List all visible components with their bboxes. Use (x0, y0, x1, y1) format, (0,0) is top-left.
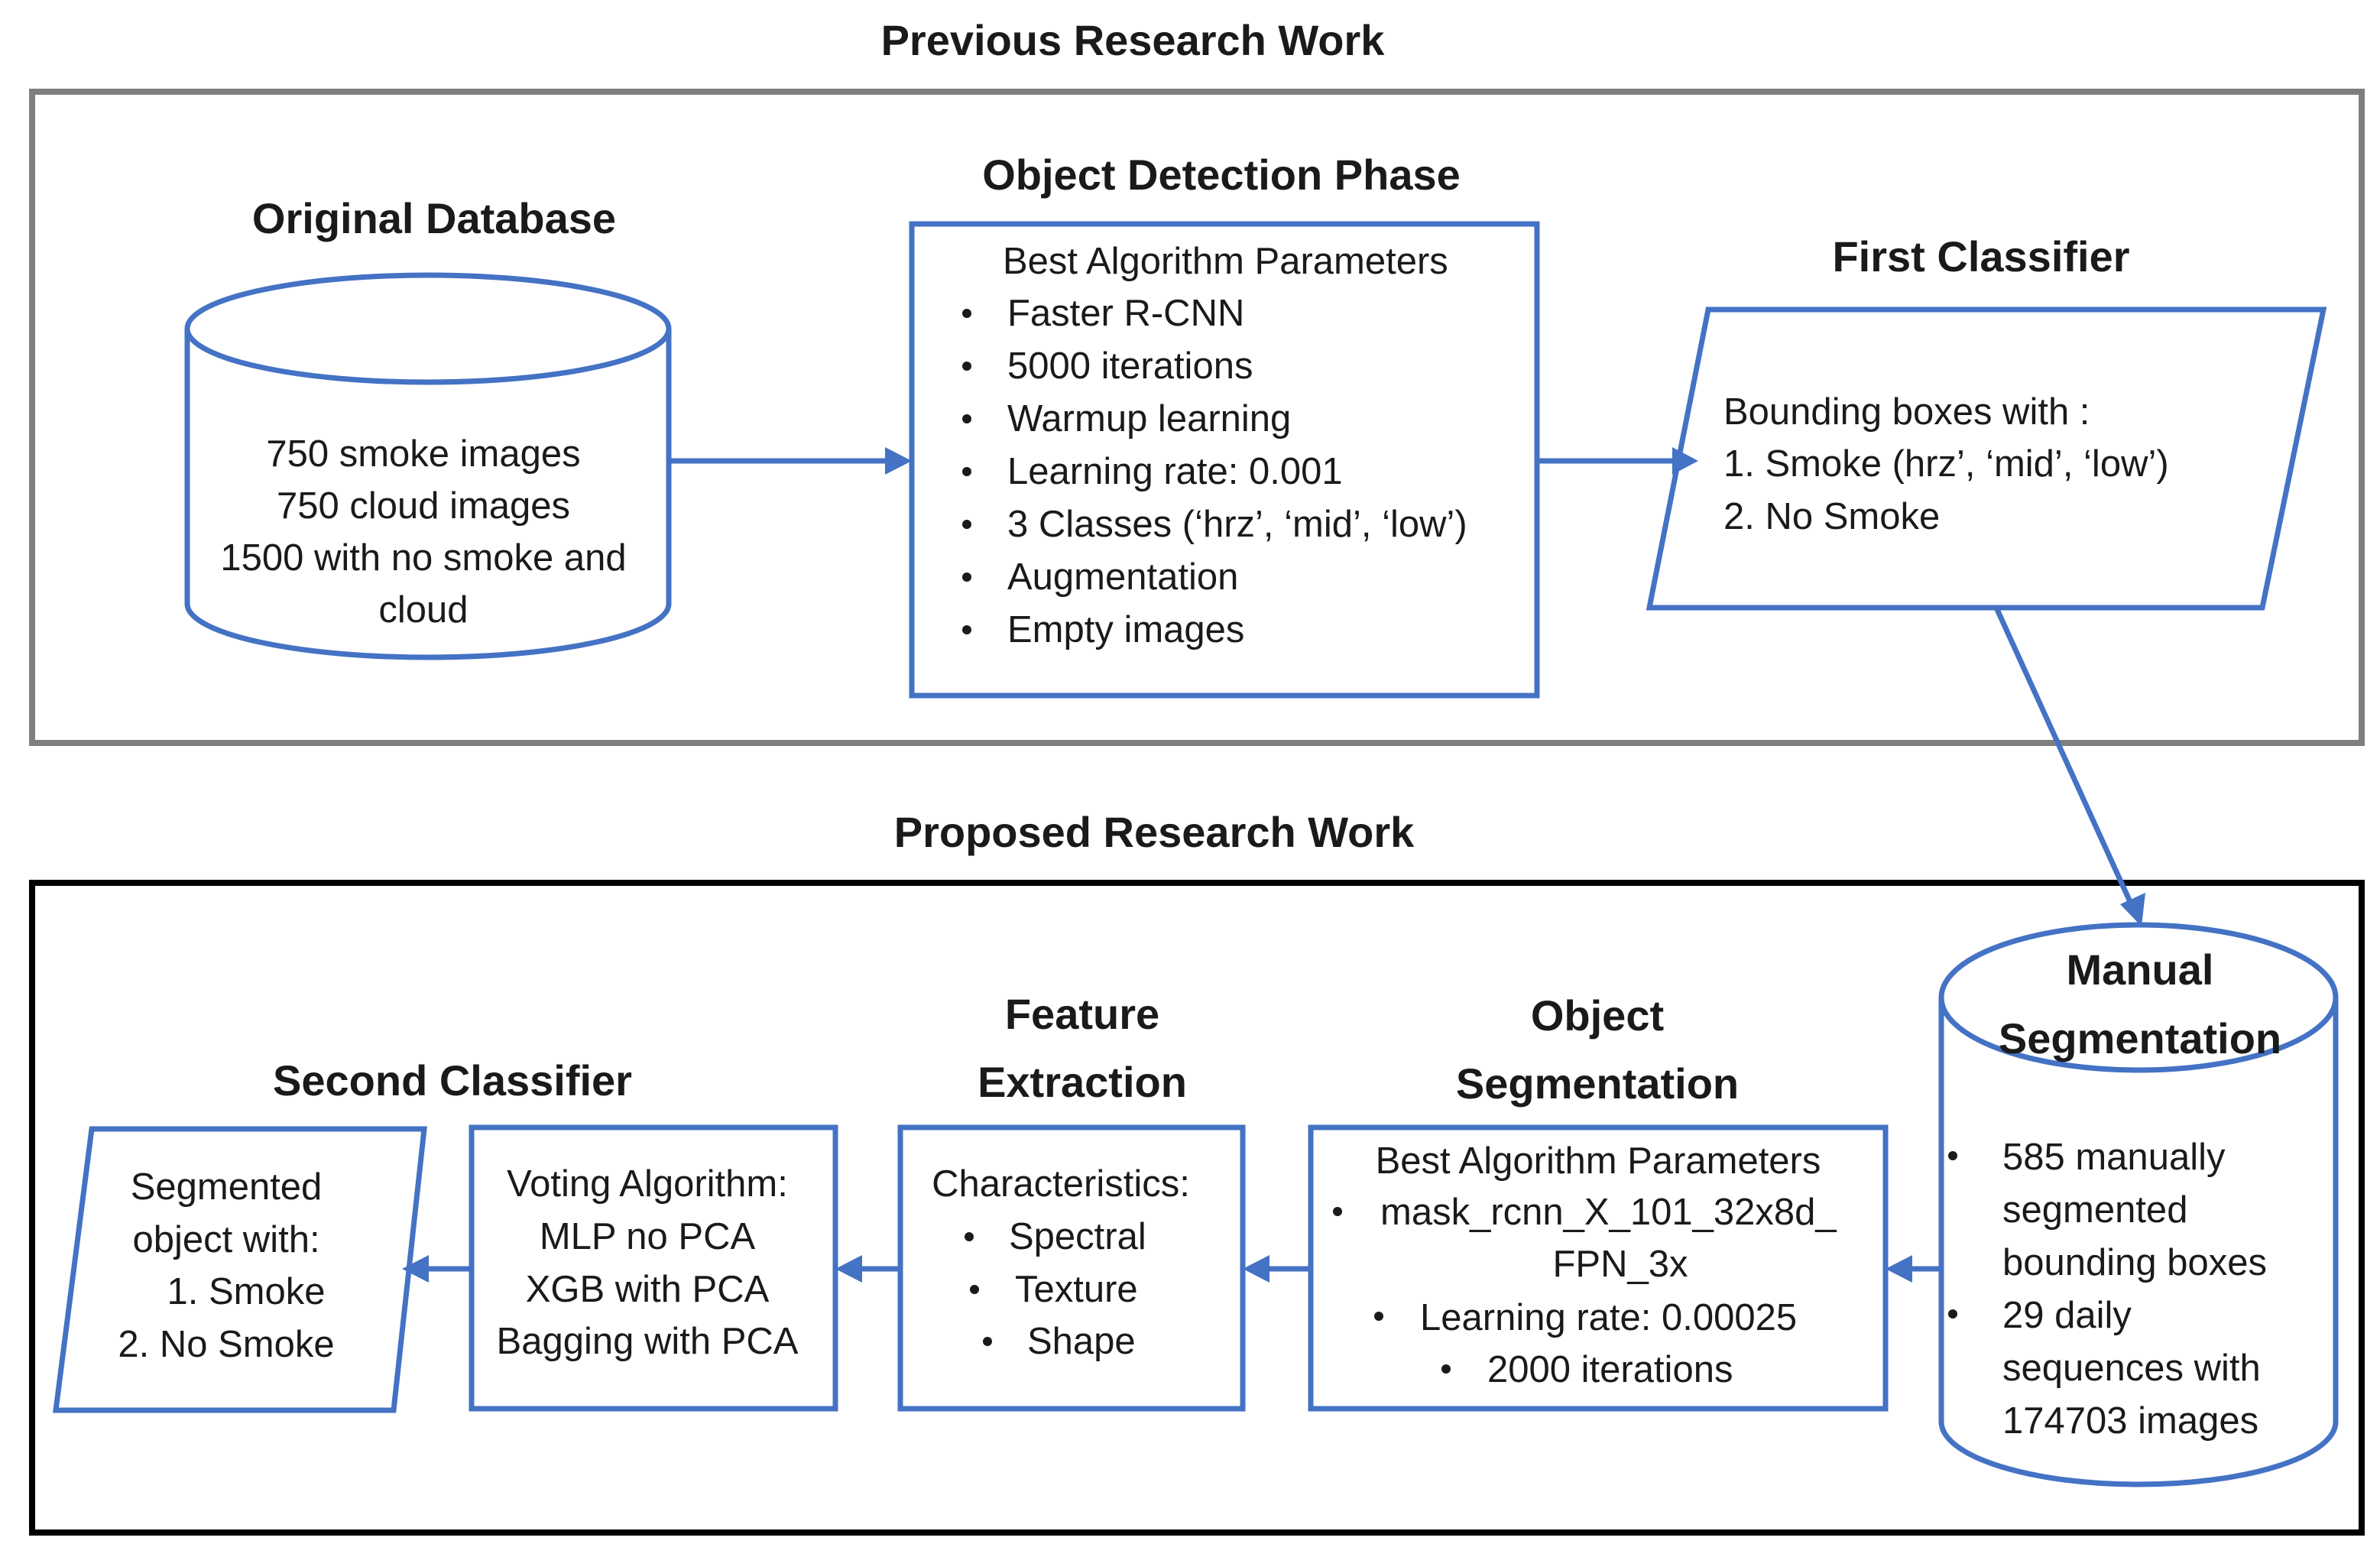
detection-item: Warmup learning (1007, 398, 1291, 440)
detection-item: 3 Classes (‘hrz’, ‘mid’, ‘low’) (1007, 504, 1467, 545)
database-line-smoke: 750 smoke images (266, 433, 580, 475)
first-classifier-title: First Classifier (1832, 232, 2129, 281)
arrow-manual-to-object-segmentation (1886, 1255, 1941, 1283)
detection-item: Faster R-CNN (1007, 293, 1244, 334)
voting-algorithm-box (469, 1124, 838, 1412)
database-line-none: 1500 with no smoke and (220, 537, 626, 579)
manual-segmentation-title: Manual (2067, 946, 2214, 994)
arrow-database-to-detection (669, 447, 912, 475)
manual-segmentation-cylinder (1938, 922, 2339, 1487)
object-segmentation-list: mask_rcnn_X_101_32x8d_ FPN_3x Learning r… (1333, 1192, 1837, 1390)
feature-item: Spectral (1009, 1216, 1146, 1257)
object-segmentation-header: Best Algorithm Parameters (1376, 1140, 1821, 1182)
detection-item: Augmentation (1007, 556, 1238, 598)
arrow-voting-to-second-classifier (402, 1255, 472, 1283)
feature-extraction-header: Characteristics: (932, 1163, 1190, 1205)
first-classifier-item-smoke: 1. Smoke (hrz’, ‘mid’, ‘low’) (1723, 443, 2169, 485)
object-detection-header: Best Algorithm Parameters (1003, 241, 1448, 282)
object-detection-list: Faster R-CNN 5000 iterations Warmup lear… (962, 293, 1467, 650)
object-segmentation-title: Segmentation (1456, 1059, 1739, 1108)
voting-line: MLP no PCA (540, 1216, 756, 1257)
segmentation-item-line: Learning rate: 0.00025 (1420, 1297, 1797, 1338)
proposed-research-title: Proposed Research Work (894, 808, 1415, 856)
voting-line: Voting Algorithm: (507, 1163, 788, 1205)
second-classifier-line: 2. No Smoke (118, 1324, 334, 1365)
object-segmentation-box (1308, 1124, 1889, 1412)
manual-item-line: sequences with (2002, 1348, 2261, 1389)
segmentation-item-line: FPN_3x (1552, 1244, 1688, 1285)
arrow-feature-extraction-to-voting (835, 1255, 900, 1283)
detection-item: Learning rate: 0.001 (1007, 451, 1343, 492)
manual-item-line: 585 manually (2002, 1137, 2226, 1178)
previous-research-title: Previous Research Work (881, 16, 1386, 64)
first-classifier-header: Bounding boxes with : (1723, 391, 2090, 433)
segmentation-item-line: mask_rcnn_X_101_32x8d_ (1380, 1192, 1837, 1233)
original-database-cylinder (184, 272, 672, 660)
feature-extraction-list: Spectral Texture Shape (965, 1216, 1146, 1362)
voting-line: XGB with PCA (526, 1269, 770, 1310)
feature-item: Shape (1027, 1321, 1136, 1362)
second-classifier-line: 1. Smoke (167, 1271, 326, 1312)
second-classifier-title: Second Classifier (273, 1056, 632, 1104)
second-classifier-line: object with: (132, 1219, 319, 1260)
proposed-research-frame (29, 880, 2365, 1536)
manual-item-line: 174703 images (2002, 1400, 2258, 1442)
voting-line: Bagging with PCA (497, 1321, 799, 1362)
first-classifier-shape (1646, 307, 2327, 611)
object-detection-title: Object Detection Phase (982, 151, 1461, 199)
segmentation-item-line: 2000 iterations (1487, 1349, 1733, 1390)
object-detection-box (909, 221, 1540, 699)
detection-item: 5000 iterations (1007, 345, 1253, 387)
database-line-cloud-cont: cloud (378, 589, 468, 631)
object-segmentation-title: Object (1531, 991, 1664, 1040)
database-line-cloud: 750 cloud images (277, 485, 570, 527)
feature-extraction-box (897, 1124, 1246, 1412)
manual-item-line: segmented (2002, 1189, 2187, 1231)
manual-segmentation-title: Segmentation (1999, 1014, 2281, 1062)
manual-item-line: bounding boxes (2002, 1242, 2267, 1283)
arrow-first-classifier-to-manual-segmentation (1993, 606, 2145, 926)
second-classifier-line: Segmented (131, 1166, 323, 1208)
feature-extraction-title: Feature (1005, 990, 1159, 1038)
original-database-title: Original Database (252, 194, 616, 242)
detection-item: Empty images (1007, 609, 1244, 650)
feature-extraction-title: Extraction (978, 1058, 1187, 1106)
second-classifier-shape (53, 1126, 427, 1413)
manual-item-line: 29 daily (2002, 1295, 2132, 1336)
manual-segmentation-list: 585 manually segmented bounding boxes 29… (1948, 1137, 2267, 1442)
feature-item: Texture (1015, 1269, 1138, 1310)
previous-research-frame (29, 89, 2365, 746)
arrow-object-segmentation-to-feature-extraction (1243, 1255, 1311, 1283)
first-classifier-item-no-smoke: 2. No Smoke (1723, 496, 1940, 537)
arrow-detection-to-first-classifier (1537, 447, 1698, 475)
